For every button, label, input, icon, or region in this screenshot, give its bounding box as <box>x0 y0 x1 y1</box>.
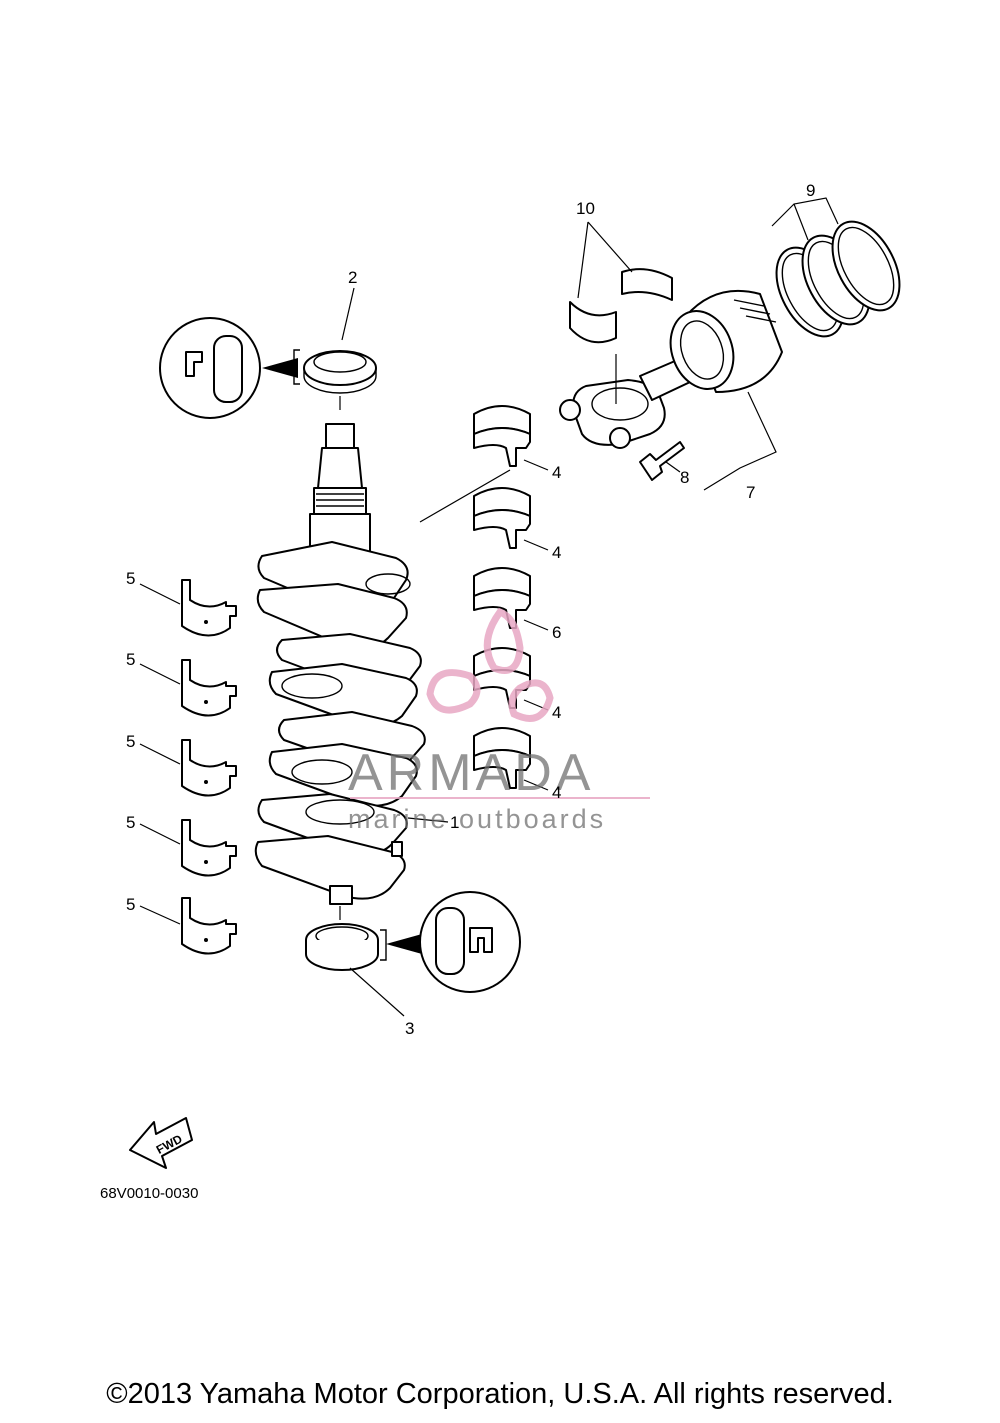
callout-4b: 4 <box>552 543 561 562</box>
thrust-bearing <box>473 567 549 631</box>
callout-5e: 5 <box>126 895 135 914</box>
propeller-logo-icon <box>426 607 554 722</box>
callout-8: 8 <box>680 468 689 487</box>
main-bearing-upper-2 <box>473 487 549 551</box>
main-bearing-lower-4 <box>139 819 237 877</box>
piston-ring-set <box>771 197 901 338</box>
callout-7: 7 <box>746 483 755 502</box>
callout-10: 10 <box>576 199 595 218</box>
lower-oil-seal <box>305 923 405 1017</box>
watermark-brand: ARMADA <box>348 744 594 802</box>
upper-oil-seal <box>303 350 377 410</box>
copyright-notice: ©2013 Yamaha Motor Corporation, U.S.A. A… <box>106 1378 894 1410</box>
main-bearing-lower-5 <box>139 897 237 955</box>
armada-logo-watermark: ARMADA marine outboards <box>348 607 650 834</box>
watermark-tagline: marine outboards <box>348 804 606 834</box>
diagram-code: 68V0010-0030 <box>100 1185 198 1202</box>
callout-2: 2 <box>348 268 357 287</box>
main-bearing-lower-2 <box>139 659 237 717</box>
callout-9: 9 <box>806 181 815 200</box>
callout-4c: 4 <box>552 703 561 722</box>
callout-5d: 5 <box>126 813 135 832</box>
conrod-bearing-lower <box>569 301 617 344</box>
callout-6: 6 <box>552 623 561 642</box>
callout-5b: 5 <box>126 650 135 669</box>
conrod-bearing-upper <box>621 268 673 301</box>
conrod-bolt <box>639 441 685 481</box>
crank-guide-line <box>419 469 511 523</box>
piston <box>669 289 783 491</box>
lower-oil-seal-detail-bubble <box>386 891 521 993</box>
callout-3: 3 <box>405 1019 414 1038</box>
callout-1: 1 <box>450 813 459 832</box>
callout-4a: 4 <box>552 463 561 482</box>
main-bearing-upper-4 <box>473 727 549 791</box>
upper-oil-seal-detail-bubble <box>159 317 300 419</box>
callout-5c: 5 <box>126 732 135 751</box>
main-bearing-lower-3 <box>139 739 237 797</box>
callout-labels: 1 2 3 4 4 4 4 5 5 5 5 5 6 7 8 9 10 <box>126 181 815 1038</box>
main-bearing-upper-1 <box>473 405 549 471</box>
main-bearing-lower-1 <box>139 579 237 637</box>
callout-10-leader <box>577 221 633 299</box>
callout-5a: 5 <box>126 569 135 588</box>
callout-4d: 4 <box>552 783 561 802</box>
crankshaft <box>254 423 449 920</box>
forward-direction-arrow: FWD <box>129 1117 193 1169</box>
